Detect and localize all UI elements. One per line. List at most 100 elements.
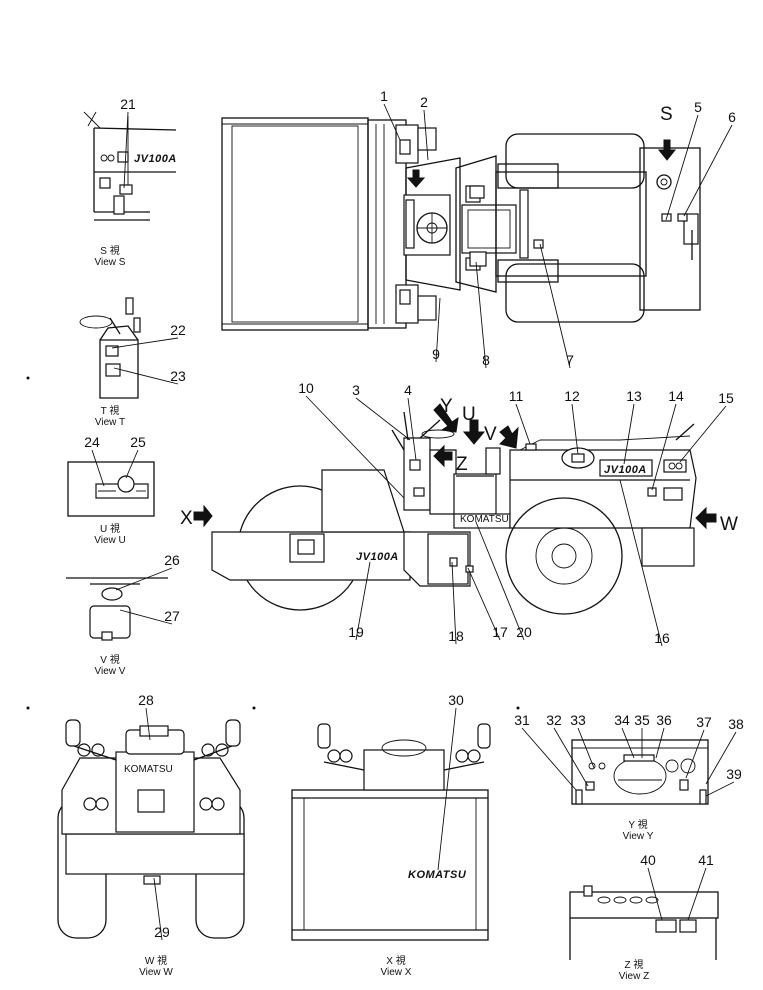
callout-8: 8: [482, 352, 490, 368]
view-s-logo: JV100A: [134, 153, 177, 165]
leader-line-18: [451, 561, 457, 645]
callout-31: 31: [514, 712, 530, 728]
side-drum-logo: JV100A: [356, 551, 399, 563]
callout-16: 16: [654, 630, 670, 646]
callout-13: 13: [626, 388, 642, 404]
leader-line-29: [153, 877, 163, 941]
leader-line-14: [651, 403, 677, 491]
callout-12: 12: [564, 388, 580, 404]
callout-25: 25: [130, 434, 146, 450]
view-u-caption: View U: [94, 535, 126, 546]
callout-18: 18: [448, 628, 464, 644]
leader-line-36: [655, 727, 665, 759]
leader-line-4: [407, 397, 417, 461]
leader-line-32: [553, 727, 589, 787]
leader-line-7: [539, 243, 571, 369]
view-w-caption: View W: [139, 967, 173, 978]
arrow-label-w: W: [720, 514, 738, 535]
leader-line-2: [423, 109, 429, 161]
leader-line-20: [475, 521, 525, 641]
callout-20: 20: [516, 624, 532, 640]
callout-36: 36: [656, 712, 672, 728]
leader-line-12: [571, 403, 579, 455]
view-w-logo: KOMATSU: [124, 764, 173, 775]
leader-line-31: [521, 727, 577, 791]
leader-line-9: [435, 297, 441, 363]
arrow-label-v: V: [484, 424, 497, 445]
separator-dots: [26, 376, 520, 710]
leader-line-28: [145, 707, 151, 741]
view-x-logo: KOMATSU: [408, 869, 467, 881]
callout-3: 3: [352, 382, 360, 398]
arrow-label-y: Y: [440, 396, 453, 417]
leader-line-26: [115, 567, 173, 591]
view-x-drawing: KOMATSU: [291, 723, 491, 941]
callout-17: 17: [492, 624, 508, 640]
view-y-caption: View Y: [623, 831, 654, 842]
leader-line-30: [437, 707, 457, 871]
callout-33: 33: [570, 712, 586, 728]
leader-line-41: [687, 867, 707, 921]
leader-line-25: [125, 449, 139, 479]
leader-line-17: [467, 567, 501, 641]
view-t-caption-jp: T 視: [101, 404, 120, 417]
leader-line-11: [515, 403, 531, 445]
callout-26: 26: [164, 552, 180, 568]
view-s-caption: View S: [95, 257, 126, 268]
callout-9: 9: [432, 346, 440, 362]
callout-34: 34: [614, 712, 630, 728]
callout-28: 28: [138, 692, 154, 708]
callout-40: 40: [640, 852, 656, 868]
view-y-drawing: [571, 739, 709, 805]
leader-line-16: [619, 479, 663, 647]
side-frame-logo: KOMATSU: [460, 514, 509, 525]
side-hood-logo: JV100A: [604, 464, 647, 476]
view-x-caption: View X: [381, 967, 412, 978]
callout-leaders: [91, 103, 737, 941]
leader-line-6: [683, 124, 733, 217]
view-x-caption-jp: X 視: [386, 954, 405, 967]
callout-15: 15: [718, 390, 734, 406]
callout-4: 4: [404, 382, 412, 398]
view-v-caption-jp: V 視: [100, 653, 119, 666]
leader-line-19: [355, 561, 371, 641]
view-u-caption-jp: U 視: [100, 522, 120, 535]
arrow-label-x: X: [180, 508, 193, 529]
leader-line-27: [119, 609, 173, 625]
leader-line-1: [383, 103, 401, 141]
callout-23: 23: [170, 368, 186, 384]
side-view-machine: JV100A KOMATSU JV100A: [193, 403, 717, 615]
callout-7: 7: [566, 352, 574, 368]
callout-27: 27: [164, 608, 180, 624]
callout-2: 2: [420, 94, 428, 110]
callout-29: 29: [154, 924, 170, 940]
leader-line-33: [577, 727, 595, 769]
leader-line-38: [705, 731, 737, 785]
leader-line-15: [679, 405, 727, 463]
callout-11: 11: [509, 388, 524, 404]
view-s-drawing: JV100A: [83, 111, 177, 221]
leader-line-23: [113, 367, 179, 385]
callout-39: 39: [726, 766, 742, 782]
leader-line-10: [305, 395, 405, 499]
leader-line-24: [91, 449, 105, 487]
leader-line-34: [621, 727, 635, 759]
view-y-caption-jp: Y 視: [628, 818, 647, 831]
leader-line-3: [355, 397, 411, 441]
view-s-caption-jp: S 視: [100, 244, 119, 257]
leader-line-13: [623, 403, 635, 465]
callout-32: 32: [546, 712, 562, 728]
view-w-drawing: KOMATSU: [57, 719, 245, 939]
callout-14: 14: [668, 388, 684, 404]
callout-38: 38: [728, 716, 744, 732]
callout-5: 5: [694, 99, 702, 115]
callout-37: 37: [696, 714, 712, 730]
view-v-caption: View V: [95, 666, 126, 677]
leader-line-39: [705, 781, 735, 797]
leader-line-22: [111, 337, 179, 349]
callout-30: 30: [448, 692, 464, 708]
arrow-label-u: U: [462, 404, 476, 425]
